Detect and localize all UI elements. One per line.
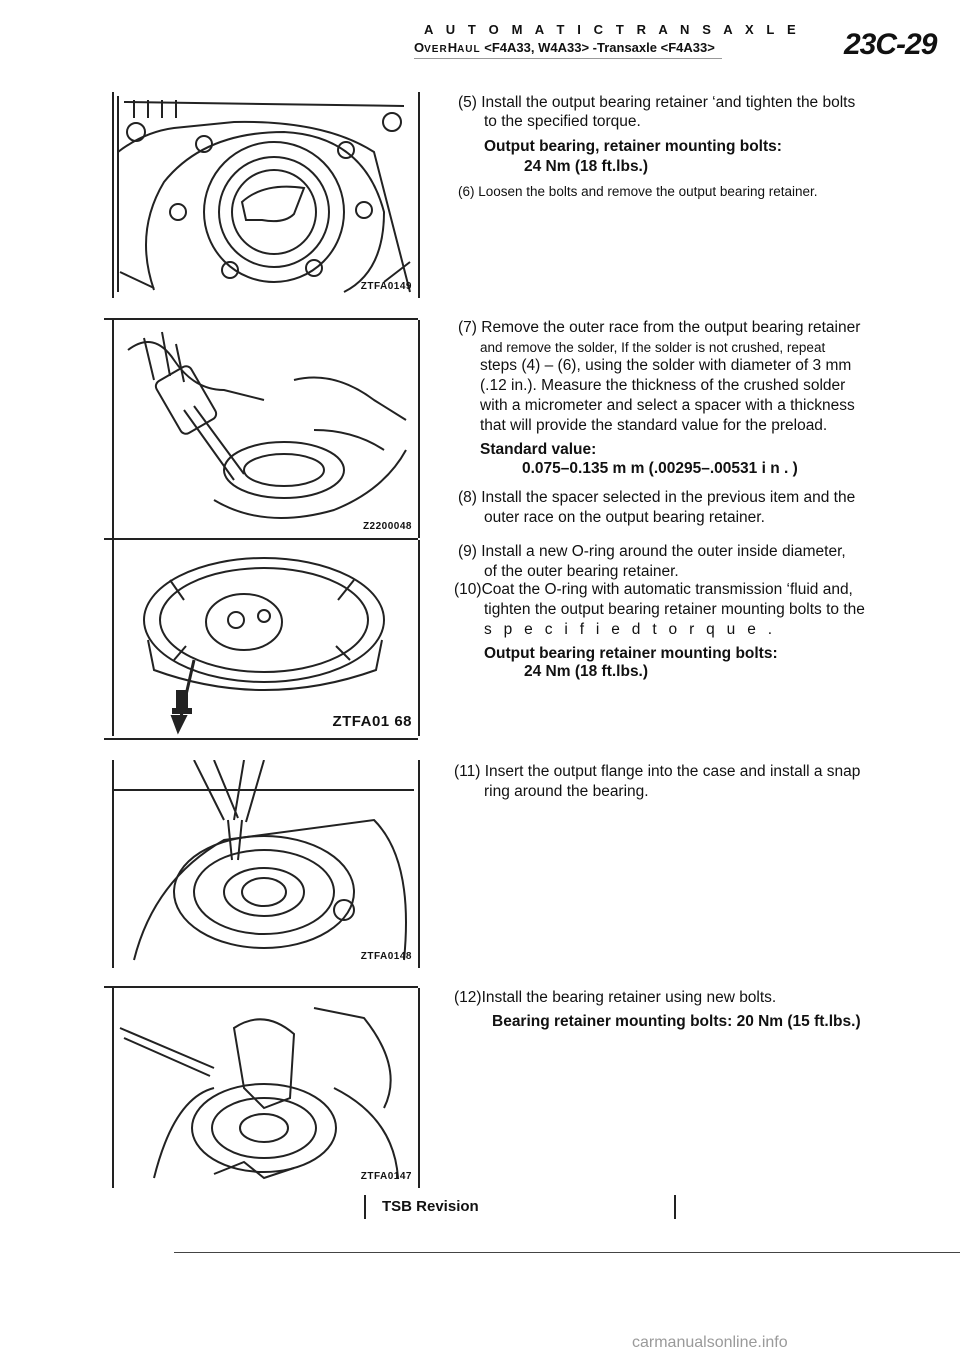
step-12-text: (12)Install the bearing retainer using n… [454,989,777,1006]
footer-rule [174,1252,960,1253]
figure-divider [104,318,418,320]
step-7-text-3: steps (4) – (6), using the solder with d… [480,357,852,374]
step-11-text-2: ring around the bearing. [484,783,649,800]
figure-code: ZTFA0148 [360,951,412,962]
step-8-text-2: outer race on the output bearing retaine… [484,509,765,526]
figure-bearing-retainer-bolts: ZTFA0147 [112,988,420,1188]
step-5-spec-label: Output bearing, retainer mounting bolts: [484,138,782,155]
step-12-spec: Bearing retainer mounting bolts: 20 Nm (… [492,1013,861,1030]
figure-o-ring-location: ZTFA01 68 [112,540,420,736]
step-5-text: (5) Install the output bearing retainer … [458,94,856,111]
figure-code: ZTFA01 68 [332,713,412,730]
page-number: 23C-29 [844,28,937,61]
step-6-text: (6) Loosen the bolts and remove the outp… [458,184,818,199]
header-rule [414,58,722,59]
step-7-text-5: with a micrometer and select a spacer wi… [480,397,855,414]
figure-divider [104,986,418,988]
step-8-text: (8) Install the spacer selected in the p… [458,489,856,506]
figure-code: Z2200048 [362,521,412,532]
step-7-text: (7) Remove the outer race from the outpu… [458,319,861,336]
figure-code: ZTFA0147 [360,1171,412,1182]
step-5-text-2: to the specified torque. [484,113,641,130]
figure-divider [104,538,418,540]
figure-output-bearing-retainer-installed: ZTFA0149 [112,92,420,298]
step-7-std-value: 0.075–0.135 m m (.00295–.00531 i n . ) [522,460,798,477]
step-7-text-2: and remove the solder, If the solder is … [480,340,826,355]
step-5-spec-value: 24 Nm (18 ft.lbs.) [524,158,649,175]
tsb-revision-box: TSB Revision [364,1195,676,1219]
step-11-text: (11) Insert the output flange into the c… [454,763,861,780]
tsb-revision-label: TSB Revision [382,1198,479,1215]
section-title: A U T O M A T I C T R A N S A X L E [424,22,801,37]
step-10-text-3: s p e c i f i e d t o r q u e . [484,621,776,638]
step-9-text: (9) Install a new O-ring around the oute… [458,543,846,560]
step-10-text: (10)Coat the O-ring with automatic trans… [454,581,853,598]
step-9-text-2: of the outer bearing retainer. [484,563,679,580]
figure-micrometer-measurement: Z2200048 [112,320,420,538]
step-10-spec-label: Output bearing retainer mounting bolts: [484,645,778,662]
figure-snap-ring-install: ZTFA0148 [112,760,420,968]
watermark: carmanualsonline.info [632,1334,788,1351]
figure-divider [104,738,418,740]
step-7-std-label: Standard value: [480,441,597,458]
figure-code: ZTFA0149 [360,281,412,292]
step-10-spec-value: 24 Nm (18 ft.lbs.) [524,663,649,680]
step-7-text-6: that will provide the standard value for… [480,417,828,434]
step-10-text-2: tighten the output bearing retainer moun… [484,601,865,618]
section-subtitle: OVERHAUL <F4A33, W4A33> -Transaxle <F4A3… [414,40,715,55]
step-7-text-4: (.12 in.). Measure the thickness of the … [480,377,846,394]
